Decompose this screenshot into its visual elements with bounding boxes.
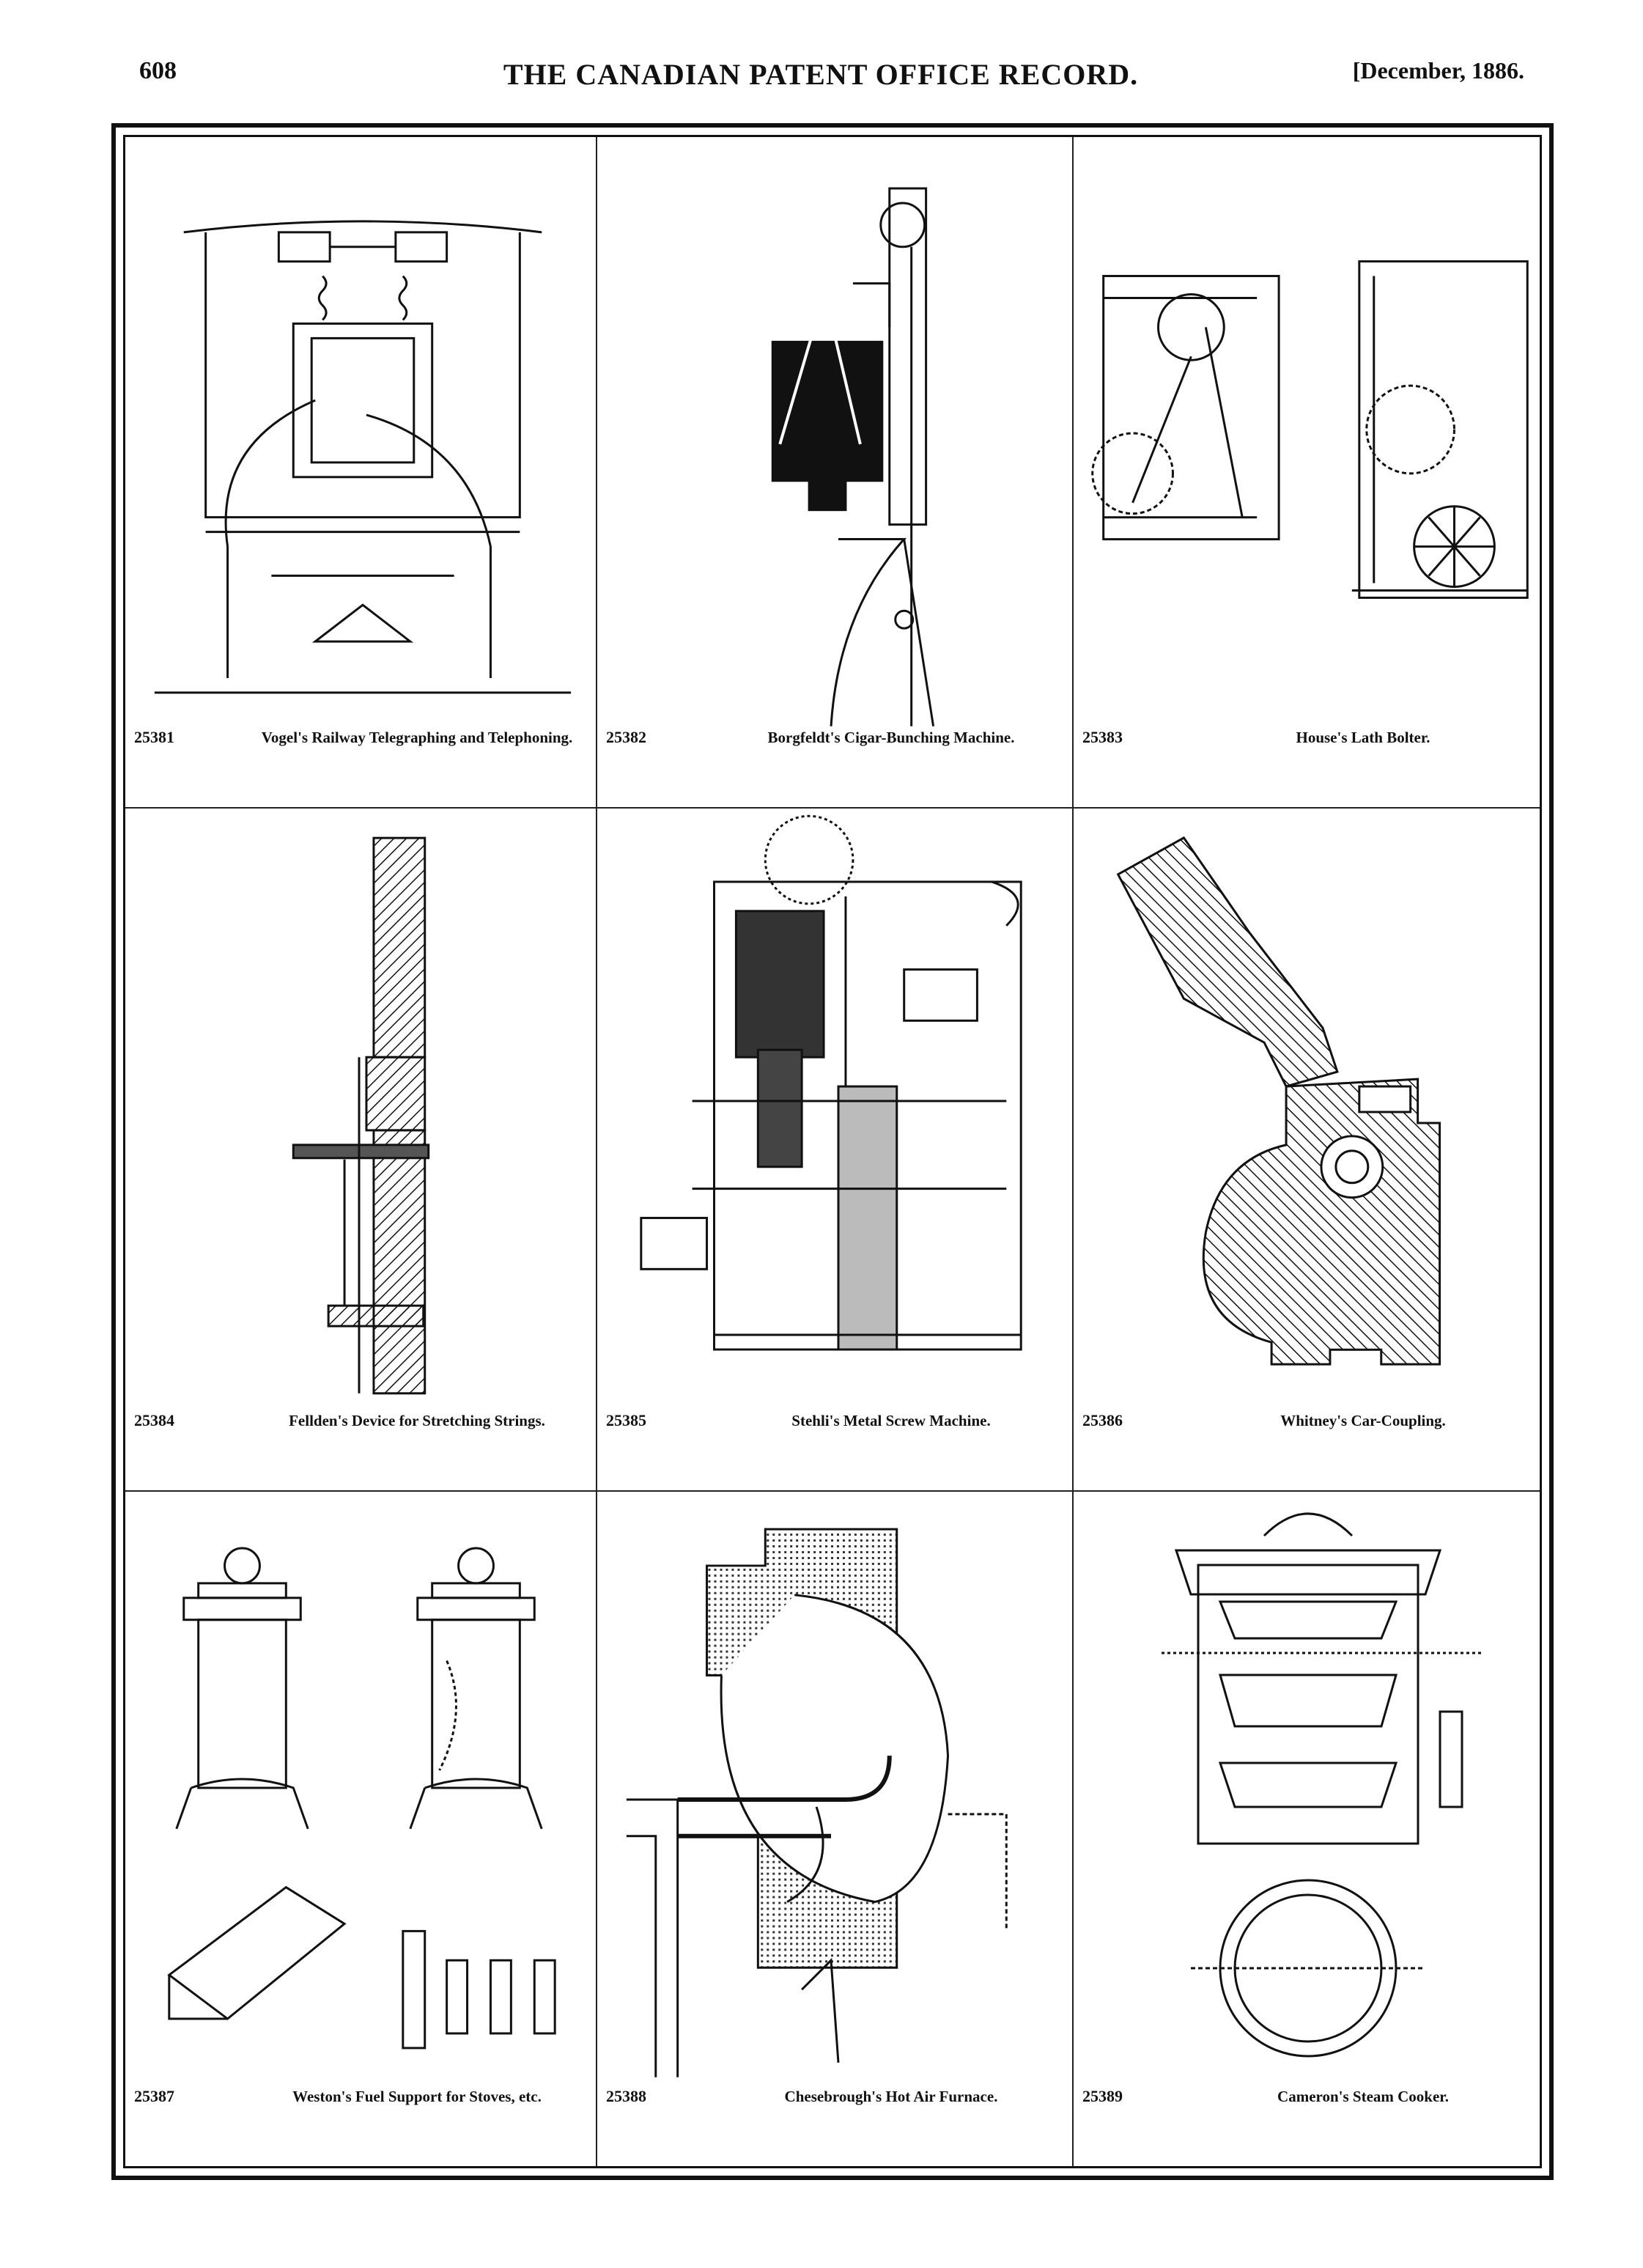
patent-cell-25389: 25389 Cameron's Steam Cooker. <box>1074 1492 1540 2166</box>
patent-cell-25383: 25383 House's Lath Bolter. <box>1074 137 1540 809</box>
patent-number: 25387 <box>134 2087 174 2105</box>
patent-caption: 25384 Fellden's Device for Stretching St… <box>134 1411 590 1477</box>
patent-drawing-hot-air-furnace <box>597 1492 1072 2085</box>
patent-title: Cameron's Steam Cooker. <box>1277 2088 1449 2105</box>
patent-title: Vogel's Railway Telegraphing and Telepho… <box>261 729 573 746</box>
patent-caption: 25386 Whitney's Car-Coupling. <box>1082 1411 1534 1477</box>
page-frame-outer <box>111 123 1554 2180</box>
issue-date: [December, 1886. <box>1352 57 1524 84</box>
patent-drawing-car-coupling <box>1074 809 1540 1410</box>
patent-number: 25386 <box>1082 1411 1123 1429</box>
patent-cell-25387: 25387 Weston's Fuel Support for Stoves, … <box>125 1492 597 2166</box>
patent-number: 25384 <box>134 1411 174 1429</box>
patent-cell-25381: 25381 Vogel's Railway Telegraphing and T… <box>125 137 597 809</box>
patent-cell-25382: 25382 Borgfeldt's Cigar-Bunching Machine… <box>597 137 1074 809</box>
patent-caption: 25382 Borgfeldt's Cigar-Bunching Machine… <box>606 728 1066 794</box>
patent-title: House's Lath Bolter. <box>1296 729 1430 746</box>
patent-number: 25388 <box>606 2087 646 2105</box>
patent-number: 25385 <box>606 1411 646 1429</box>
patent-number: 25382 <box>606 728 646 746</box>
patent-caption: 25383 House's Lath Bolter. <box>1082 728 1534 794</box>
patent-caption: 25389 Cameron's Steam Cooker. <box>1082 2087 1534 2153</box>
patent-grid: 25381 Vogel's Railway Telegraphing and T… <box>125 137 1540 2166</box>
patent-number: 25389 <box>1082 2087 1123 2105</box>
patent-caption: 25381 Vogel's Railway Telegraphing and T… <box>134 728 590 794</box>
patent-number: 25383 <box>1082 728 1123 746</box>
patent-title: Whitney's Car-Coupling. <box>1280 1412 1446 1429</box>
patent-cell-25385: 25385 Stehli's Metal Screw Machine. <box>597 809 1074 1492</box>
patent-caption: 25385 Stehli's Metal Screw Machine. <box>606 1411 1066 1477</box>
patent-cell-25388: 25388 Chesebrough's Hot Air Furnace. <box>597 1492 1074 2166</box>
publication-title: THE CANADIAN PATENT OFFICE RECORD. <box>503 58 1139 91</box>
page-number: 608 <box>139 57 177 84</box>
patent-cell-25384: 25384 Fellden's Device for Stretching St… <box>125 809 597 1492</box>
patent-drawing-string-stretcher <box>125 809 596 1410</box>
patent-drawing-screw-machine <box>597 809 1072 1410</box>
patent-number: 25381 <box>134 728 174 746</box>
patent-title: Chesebrough's Hot Air Furnace. <box>784 2088 998 2105</box>
patent-title: Fellden's Device for Stretching Strings. <box>289 1412 545 1429</box>
patent-title: Stehli's Metal Screw Machine. <box>791 1412 991 1429</box>
patent-drawing-railway-telegraph <box>125 137 596 726</box>
patent-drawing-fuel-support <box>125 1492 596 2085</box>
patent-drawing-steam-cooker <box>1074 1492 1540 2085</box>
page-header: 608 THE CANADIAN PATENT OFFICE RECORD. [… <box>117 57 1524 101</box>
patent-drawing-lath-bolter <box>1074 137 1540 726</box>
page-frame-inner <box>123 135 1542 2168</box>
patent-caption: 25387 Weston's Fuel Support for Stoves, … <box>134 2087 590 2153</box>
patent-caption: 25388 Chesebrough's Hot Air Furnace. <box>606 2087 1066 2153</box>
patent-title: Borgfeldt's Cigar-Bunching Machine. <box>767 729 1015 746</box>
patent-cell-25386: 25386 Whitney's Car-Coupling. <box>1074 809 1540 1492</box>
patent-drawing-cigar-bunching <box>597 137 1072 726</box>
patent-title: Weston's Fuel Support for Stoves, etc. <box>292 2088 542 2105</box>
